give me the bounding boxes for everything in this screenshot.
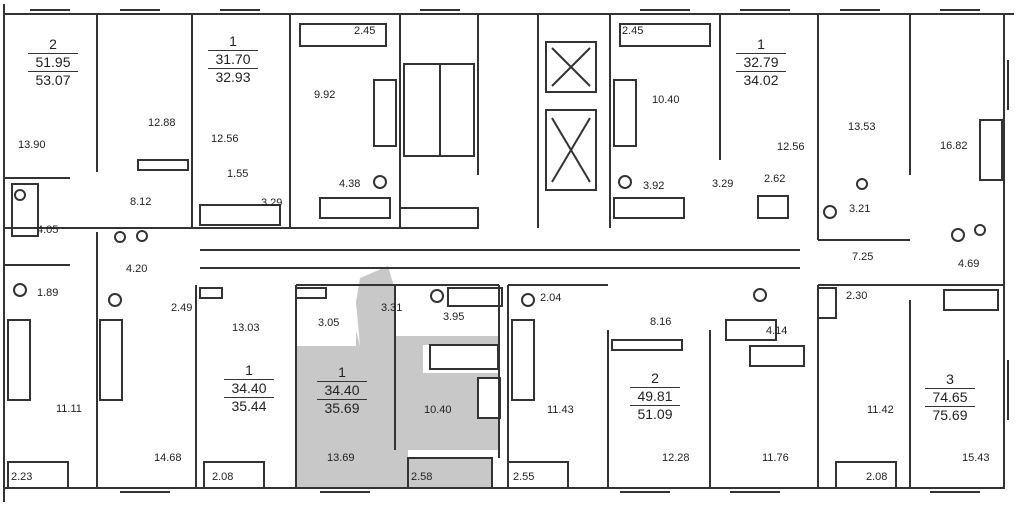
room-area: 1.89 [37,287,59,299]
room-area: 16.82 [940,140,968,152]
room-area: 2.62 [764,173,786,185]
room-area: 3.29 [261,197,283,209]
apartment-rooms: 1 [208,33,258,52]
apartment-label-a1: 2 51.95 53.07 [28,36,78,89]
room-area: 7.25 [852,251,874,263]
apartment-rooms: 2 [630,370,680,389]
apartment-total-area: 34.02 [743,72,779,89]
room-area: 2.45 [354,25,376,37]
apartment-rooms: 1 [317,364,367,383]
room-area: 13.69 [327,452,355,464]
apartment-total-area: 35.44 [231,398,267,415]
apartment-total-area: 51.09 [637,406,673,423]
room-area: 8.12 [130,196,152,208]
room-area: 11.11 [56,403,82,415]
walls [3,4,1014,502]
room-area: 4.69 [958,258,980,270]
room-area: 8.16 [650,316,672,328]
apartment-label-a3: 1 32.79 34.02 [736,36,786,89]
apartment-rooms: 3 [925,371,975,390]
apartment-living-area: 34.40 [224,380,274,399]
room-area: 3.92 [643,180,665,192]
room-area: 12.88 [148,117,176,129]
apartment-label-a6: 2 49.81 51.09 [630,370,680,423]
apartment-living-area: 32.79 [736,54,786,73]
room-area: 2.30 [846,290,868,302]
apartment-living-area: 31.70 [208,51,258,70]
apartment-rooms: 2 [28,36,78,55]
room-area: 2.23 [11,471,33,483]
room-area: 4.05 [37,224,59,236]
room-area: 2.58 [411,471,433,483]
room-area: 3.31 [381,302,403,314]
apartment-living-area: 51.95 [28,54,78,73]
apartment-living-area: 49.81 [630,388,680,407]
room-area: 3.95 [443,311,465,323]
room-area: 15.43 [962,452,990,464]
room-area: 3.29 [712,178,734,190]
apartment-label-a7: 3 74.65 75.69 [925,371,975,424]
apartment-total-area: 32.93 [215,69,251,86]
apartment-label-a5: 1 34.40 35.69 [317,364,367,417]
room-area: 3.05 [318,317,340,329]
room-area: 4.38 [339,178,361,190]
room-area: 11.76 [762,452,789,464]
room-area: 2.08 [866,471,888,483]
apartment-living-area: 74.65 [925,389,975,408]
apartment-label-a4: 1 34.40 35.44 [224,362,274,415]
room-area: 2.49 [171,302,193,314]
apartment-rooms: 1 [224,362,274,381]
room-area: 14.68 [154,452,182,464]
room-area: 4.14 [766,325,788,337]
apartment-rooms: 1 [736,36,786,55]
room-area: 4.20 [126,263,148,275]
room-area: 13.53 [848,121,876,133]
room-area: 11.43 [547,404,574,416]
room-area: 10.40 [652,94,680,106]
room-area: 2.08 [212,471,234,483]
room-area: 10.40 [424,404,452,416]
apartment-total-area: 75.69 [932,407,968,424]
apartment-total-area: 53.07 [35,72,71,89]
apartment-living-area: 34.40 [317,382,367,401]
apartment-label-a2: 1 31.70 32.93 [208,33,258,86]
room-area: 2.04 [540,292,562,304]
room-area: 3.21 [849,203,871,215]
room-area: 12.56 [211,133,239,145]
room-area: 11.42 [867,404,894,416]
room-area: 12.56 [777,141,805,153]
room-area: 9.92 [314,89,336,101]
room-area: 2.45 [622,25,644,37]
room-area: 13.90 [18,139,46,151]
room-area: 13.03 [232,322,260,334]
room-area: 1.55 [227,168,249,180]
room-area: 2.55 [513,471,535,483]
apartment-total-area: 35.69 [324,400,360,417]
room-area: 12.28 [662,452,690,464]
